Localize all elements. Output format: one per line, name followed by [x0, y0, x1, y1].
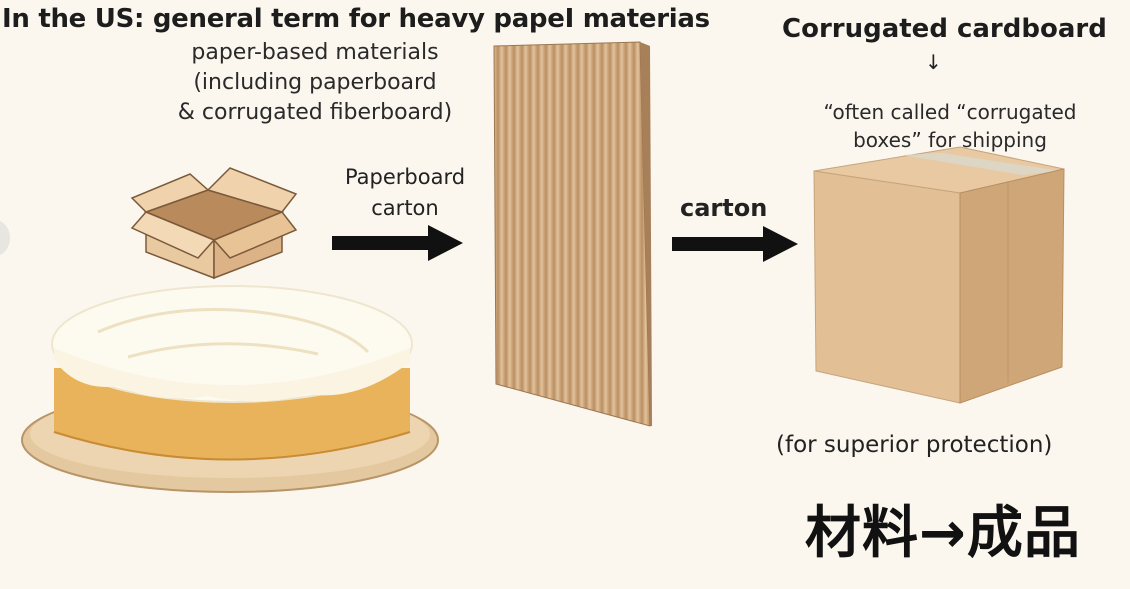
paperboard-label-line-1: Paperboard [344, 165, 466, 189]
side-scroll-handle [0, 220, 10, 256]
superior-protection-note: (for superior protection) [776, 432, 1053, 458]
carton-label: carton [680, 194, 768, 222]
closed-box-illustration [813, 146, 1065, 404]
paper-based-description: paper-based materials (including paperbo… [150, 38, 480, 128]
corrugated-sheet-illustration [493, 41, 652, 427]
paperboard-carton-label: Paperboard carton [330, 162, 480, 224]
paper-based-line-3: & corrugated fiberboard) [177, 100, 453, 125]
shipping-note: “often called “corrugated boxes” for shi… [800, 98, 1100, 154]
right-arrow-icon [672, 226, 798, 262]
shipping-note-line-2: boxes” for shipping [853, 128, 1047, 152]
cake-on-board-illustration [21, 285, 439, 493]
open-box-illustration [130, 167, 298, 280]
down-arrow-icon: ↓ [925, 50, 942, 74]
paper-based-line-1: paper-based materials [191, 40, 439, 65]
materials-to-products-caption: 材料→成品 [805, 501, 1081, 566]
top-title: In the US: general term for heavy papeI … [2, 4, 710, 34]
shipping-note-line-1: “often called “corrugated [823, 100, 1077, 124]
paper-based-line-2: (including paperboard [193, 70, 437, 95]
corrugated-cardboard-title: Corrugated cardboard [782, 14, 1107, 44]
right-arrow-icon [332, 225, 463, 261]
paperboard-label-line-2: carton [371, 196, 439, 220]
